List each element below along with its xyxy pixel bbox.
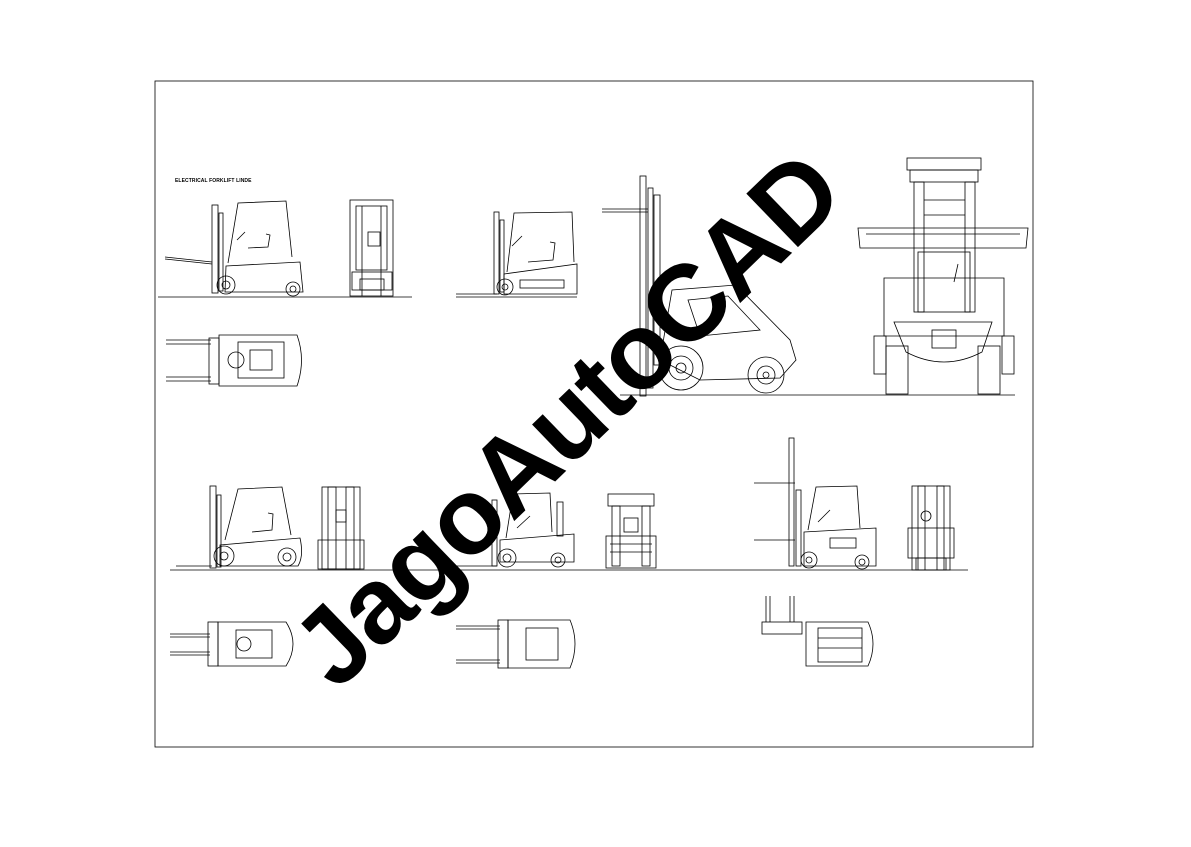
forklift-5-front-view — [907, 485, 955, 571]
forklift-3-side-view — [170, 485, 968, 571]
forklift-4-side-view — [452, 492, 575, 568]
drawing-caption: ELECTRICAL FORKLIFT LINDE — [175, 178, 252, 184]
forklift-2-side-view — [456, 211, 578, 298]
forklift-linde-front-view — [349, 199, 394, 297]
forklift-5-side-view — [754, 437, 877, 570]
forklift-4-front-view — [605, 493, 657, 569]
rough-terrain-forklift-front-view — [857, 157, 1029, 395]
sheet-border — [154, 80, 1034, 748]
forklift-4-top-view — [456, 619, 576, 669]
forklift-5-top-view — [761, 596, 874, 667]
forklift-linde-side-view — [158, 200, 412, 298]
forklift-3-top-view — [170, 621, 294, 667]
forklift-linde-top-view — [166, 334, 302, 387]
forklift-3-front-view — [317, 486, 365, 570]
rough-terrain-forklift-side-view — [602, 175, 1015, 397]
